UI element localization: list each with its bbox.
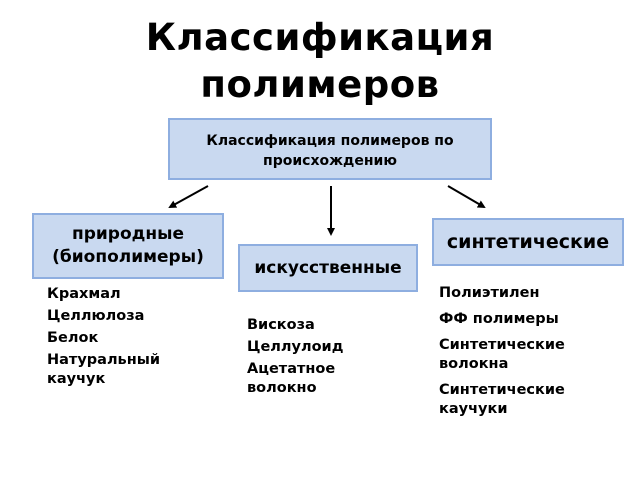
page-title: Классификация полимеров bbox=[145, 16, 495, 106]
category-label-artificial: искусственные bbox=[254, 258, 402, 278]
list-item: Вискоза bbox=[247, 317, 315, 333]
list-artificial: Вискоза Целлулоид Ацетатное волокно bbox=[247, 316, 343, 401]
category-box-artificial: искусственные bbox=[238, 244, 418, 292]
list-synthetic: Полиэтилен ФФ полимеры Синтетические вол… bbox=[439, 284, 619, 426]
arrow-to-synthetic bbox=[447, 185, 486, 209]
list-item: Целлюлоза bbox=[47, 308, 145, 324]
list-item: Крахмал bbox=[47, 286, 121, 302]
list-natural: Крахмал Целлюлоза Белок Натуральный кауч… bbox=[47, 285, 160, 392]
category-label-natural: природные (биополимеры) bbox=[52, 224, 204, 267]
list-item: Полиэтилен bbox=[439, 285, 540, 301]
list-item: Синтетические волокна bbox=[439, 337, 565, 372]
category-box-synthetic: синтетические bbox=[432, 218, 624, 266]
list-item: Целлулоид bbox=[247, 339, 344, 355]
list-item: Белок bbox=[47, 330, 99, 346]
root-classification-box: Классификация полимеров по происхождению bbox=[168, 118, 492, 180]
list-item: Ацетатное волокно bbox=[247, 361, 336, 396]
list-item: Натуральный каучук bbox=[47, 352, 161, 387]
list-item: ФФ полимеры bbox=[439, 311, 559, 327]
category-label-synthetic: синтетические bbox=[446, 231, 610, 253]
list-item: Синтетические каучуки bbox=[439, 382, 565, 417]
root-classification-label: Классификация полимеров по происхождению bbox=[206, 133, 454, 169]
category-box-natural: природные (биополимеры) bbox=[32, 213, 224, 279]
arrow-to-natural bbox=[168, 185, 209, 208]
